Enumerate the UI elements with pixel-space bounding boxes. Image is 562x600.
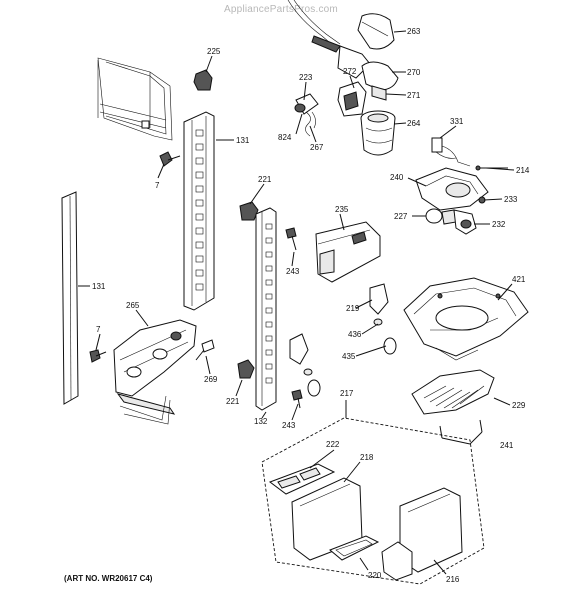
callout-222: 222: [326, 440, 340, 449]
light-housing-240: [415, 167, 489, 211]
filter-head-264: [360, 110, 396, 156]
callout-241: 241: [500, 441, 514, 450]
callout-131-left: 131: [92, 282, 106, 291]
watermark: AppliancePartsPros.com: [224, 4, 338, 15]
switch-331: [431, 137, 471, 167]
callout-243-lower: 243: [282, 421, 296, 430]
part-223-group: [294, 93, 319, 137]
callout-240: 240: [390, 173, 404, 182]
housing-421: [403, 277, 529, 361]
clip-225: [193, 69, 213, 91]
callout-824: 824: [278, 133, 292, 142]
callout-214: 214: [516, 166, 530, 175]
rail-131-upper: [183, 111, 215, 311]
callout-270: 270: [407, 68, 421, 77]
callout-265: 265: [126, 301, 140, 310]
cord-assembly: [287, 0, 399, 101]
callout-235: 235: [335, 205, 349, 214]
leader-lines: [78, 30, 515, 575]
callout-232: 232: [492, 220, 506, 229]
bracket-221-upper: [239, 201, 259, 221]
callout-272: 272: [343, 67, 357, 76]
callout-217: 217: [340, 389, 354, 398]
screw-243-lower: [291, 389, 303, 409]
callout-131-upper: 131: [236, 136, 250, 145]
socket-232: [453, 209, 477, 235]
callout-227: 227: [394, 212, 408, 221]
sockets-bulbs: [289, 283, 397, 397]
callout-7-lower: 7: [96, 325, 101, 334]
callout-269: 269: [204, 375, 218, 384]
callout-229: 229: [512, 401, 526, 410]
callout-225: 225: [207, 47, 221, 56]
callout-271: 271: [407, 91, 421, 100]
seal-220: [329, 535, 380, 561]
callout-243-upper: 243: [286, 267, 300, 276]
screw-7-lower: [89, 349, 107, 363]
bracket-221-lower: [237, 359, 255, 379]
callout-221-upper: 221: [258, 175, 272, 184]
housing-216: [381, 487, 463, 581]
cover-229: [411, 369, 495, 415]
callout-264: 264: [407, 119, 421, 128]
gasket-222: [268, 463, 336, 495]
hinge-265: [113, 319, 197, 425]
screw-7-upper: [159, 151, 181, 167]
pins-241: [439, 419, 483, 439]
callout-7-upper: 7: [155, 181, 160, 190]
rail-132: [255, 207, 277, 411]
callout-219: 219: [346, 304, 360, 313]
panel-218: [291, 477, 363, 561]
callout-223: 223: [299, 73, 313, 82]
callout-220: 220: [368, 571, 382, 580]
callout-263: 263: [407, 27, 421, 36]
callout-435: 435: [342, 352, 356, 361]
light-shield-235: [315, 221, 381, 283]
callout-labels: 263 270 271 264 272 223 824 267 225 131 …: [92, 27, 530, 584]
socket-272: [337, 81, 367, 117]
pin-269: [195, 339, 215, 361]
callout-233: 233: [504, 195, 518, 204]
callout-218: 218: [360, 453, 374, 462]
callout-221-lower: 221: [226, 397, 240, 406]
rail-131-left: [61, 191, 79, 405]
callout-267: 267: [310, 143, 324, 152]
callout-436: 436: [348, 330, 362, 339]
callout-331: 331: [450, 117, 464, 126]
art-number: (ART NO. WR20617 C4): [64, 574, 153, 583]
callout-421: 421: [512, 275, 526, 284]
callout-216: 216: [446, 575, 460, 584]
cabinet-frame: [97, 57, 173, 141]
bulb-227: [425, 208, 457, 225]
screw-243-upper: [285, 227, 297, 251]
callout-132: 132: [254, 417, 268, 426]
